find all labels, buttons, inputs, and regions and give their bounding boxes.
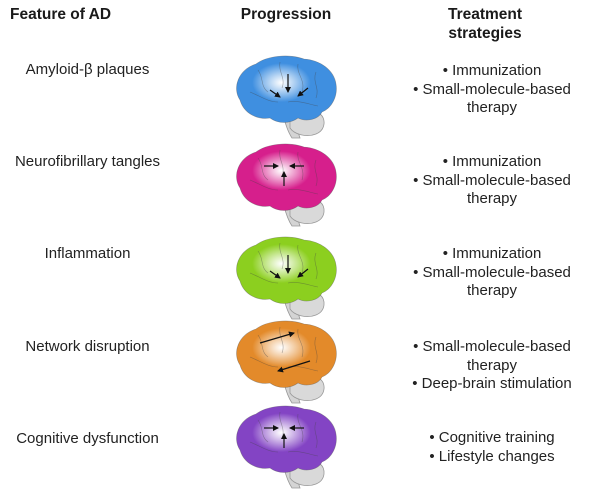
cerebrum <box>236 236 337 304</box>
treatment-item: therapy <box>466 282 518 299</box>
brain-gyrus <box>287 101 319 107</box>
progression-arrow <box>277 360 311 373</box>
brain-gyrus <box>287 282 319 288</box>
cerebrum <box>236 405 337 473</box>
cerebrum <box>236 55 337 123</box>
header-treatment-strategies: Treatment strategies <box>420 5 550 43</box>
treatment-item: • Lifestyle changes <box>429 447 555 465</box>
feature-label-inflammation: Inflammation <box>44 245 131 262</box>
brain-gyrus <box>279 326 284 354</box>
treatment-list-cognitive: • Cognitive training • Lifestyle changes <box>392 429 592 466</box>
treatment-item: • Immunization <box>442 153 542 170</box>
treatment-item: • Immunization <box>442 245 542 262</box>
brain-gyrus <box>297 151 304 181</box>
brain-svg <box>236 405 337 489</box>
feature-label-amyloid: Amyloid-β plaques <box>25 61 150 78</box>
treatment-item: • Deep-brain stimulation <box>412 375 572 392</box>
brain-gyrus <box>314 336 318 364</box>
treatment-item: • Small-molecule-based <box>413 171 571 189</box>
brain-cognitive <box>228 402 340 490</box>
treatment-list-inflammation: • Immunization • Small-molecule-based th… <box>392 245 592 301</box>
progression-arrow <box>259 331 295 344</box>
header-treatment-line1: Treatment <box>447 6 523 23</box>
treatment-item: • Immunization <box>442 62 542 79</box>
feature-label-cognitive: Cognitive dysfunction <box>16 430 159 447</box>
header-progression: Progression <box>240 6 332 23</box>
brain-svg <box>236 143 337 227</box>
treatment-item: therapy <box>466 356 518 374</box>
cerebrum <box>236 143 337 211</box>
brain-gyrus <box>249 91 279 103</box>
brain-gyrus <box>249 179 279 191</box>
brain-gyrus <box>314 159 318 187</box>
treatment-list-amyloid: • Immunization • Small-molecule-based th… <box>392 62 592 118</box>
cerebrum <box>236 320 337 388</box>
feature-label-tangles: Neurofibrillary tangles <box>14 153 161 170</box>
brain-svg <box>236 320 337 404</box>
progression-arrow <box>297 87 309 97</box>
brain-gyrus <box>257 250 269 274</box>
brain-gyrus <box>279 61 284 89</box>
brain-gyrus <box>257 157 269 181</box>
treatment-list-tangles: • Immunization • Small-molecule-based th… <box>392 153 592 209</box>
brain-amyloid <box>228 52 340 140</box>
progression-arrow <box>269 89 281 98</box>
brain-network <box>228 317 340 405</box>
progression-arrow <box>269 270 281 279</box>
brain-gyrus <box>297 328 304 358</box>
header-treatment-line2: strategies <box>448 25 522 42</box>
treatment-item: • Small-molecule-based <box>413 338 571 355</box>
header-feature-of-ad: Feature of AD <box>10 6 112 23</box>
treatment-item: • Small-molecule-based <box>413 80 571 98</box>
brain-gyrus <box>314 252 318 280</box>
brain-gyrus <box>314 71 318 99</box>
brain-gyrus <box>297 63 304 93</box>
brain-inflammation <box>228 233 340 321</box>
brain-gyrus <box>249 441 279 453</box>
brain-gyrus <box>257 69 269 93</box>
brain-gyrus <box>249 272 279 284</box>
brain-gyrus <box>287 189 319 195</box>
brain-gyrus <box>257 334 269 358</box>
treatment-list-network: • Small-molecule-based therapy • Deep-br… <box>392 338 592 394</box>
progression-arrow <box>297 268 309 278</box>
brain-gyrus <box>287 451 319 457</box>
brain-tangles <box>228 140 340 228</box>
brain-gyrus <box>297 413 304 443</box>
treatment-item: therapy <box>466 99 518 116</box>
brain-gyrus <box>257 419 269 443</box>
treatment-item: therapy <box>466 190 518 207</box>
brain-gyrus <box>249 356 279 368</box>
brain-gyrus <box>297 244 304 274</box>
brain-svg <box>236 55 337 139</box>
treatment-item: • Cognitive training <box>429 429 555 446</box>
brain-svg <box>236 236 337 320</box>
brain-gyrus <box>314 421 318 449</box>
brain-gyrus <box>279 242 284 270</box>
treatment-item: • Small-molecule-based <box>413 263 571 281</box>
feature-label-network: Network disruption <box>25 338 150 355</box>
